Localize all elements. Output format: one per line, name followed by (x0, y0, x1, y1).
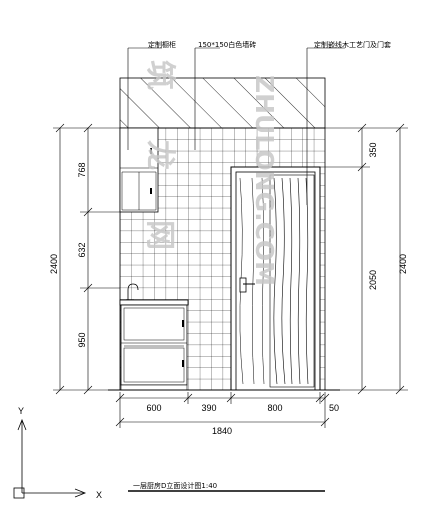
base-cabinet (119, 299, 189, 391)
watermark-brand: 筑龙网 (142, 60, 177, 300)
dim-left-950: 950 (77, 332, 87, 347)
ucs-axis-icon (13, 418, 87, 499)
drawing-caption: 一层厨房D立面设计图1:40 (133, 481, 217, 490)
door-label: 定制嵌线木工艺门及门套 (314, 40, 391, 49)
dim-bottom-800: 800 (267, 403, 282, 413)
bottom-dimension-lines (115, 392, 330, 428)
door (230, 166, 321, 391)
right-dimension-lines (320, 123, 408, 395)
left-dimension-lines (53, 123, 120, 395)
dim-bottom-600: 600 (146, 403, 161, 413)
dim-left-768: 768 (77, 162, 87, 177)
x-axis-label: X (96, 490, 102, 500)
dim-left-632: 632 (77, 242, 87, 257)
dim-bottom-50: 50 (329, 403, 339, 413)
watermark-url: ZHULONG.COM (250, 75, 279, 286)
dim-bottom-390: 390 (201, 403, 216, 413)
dim-right-2050: 2050 (368, 270, 378, 290)
dim-right-350: 350 (368, 142, 378, 157)
dim-bottom-total: 1840 (212, 426, 232, 436)
upper-cabinet (119, 127, 159, 213)
annotation-leaders (127, 47, 345, 205)
dim-right-total: 2400 (398, 254, 408, 274)
tile-label: 150*150白色墙砖 (198, 40, 256, 49)
hatched-band (119, 77, 326, 129)
dim-left-total: 2400 (49, 254, 59, 274)
cabinet-label: 定制橱柜 (148, 40, 176, 49)
y-axis-label: Y (18, 406, 24, 416)
